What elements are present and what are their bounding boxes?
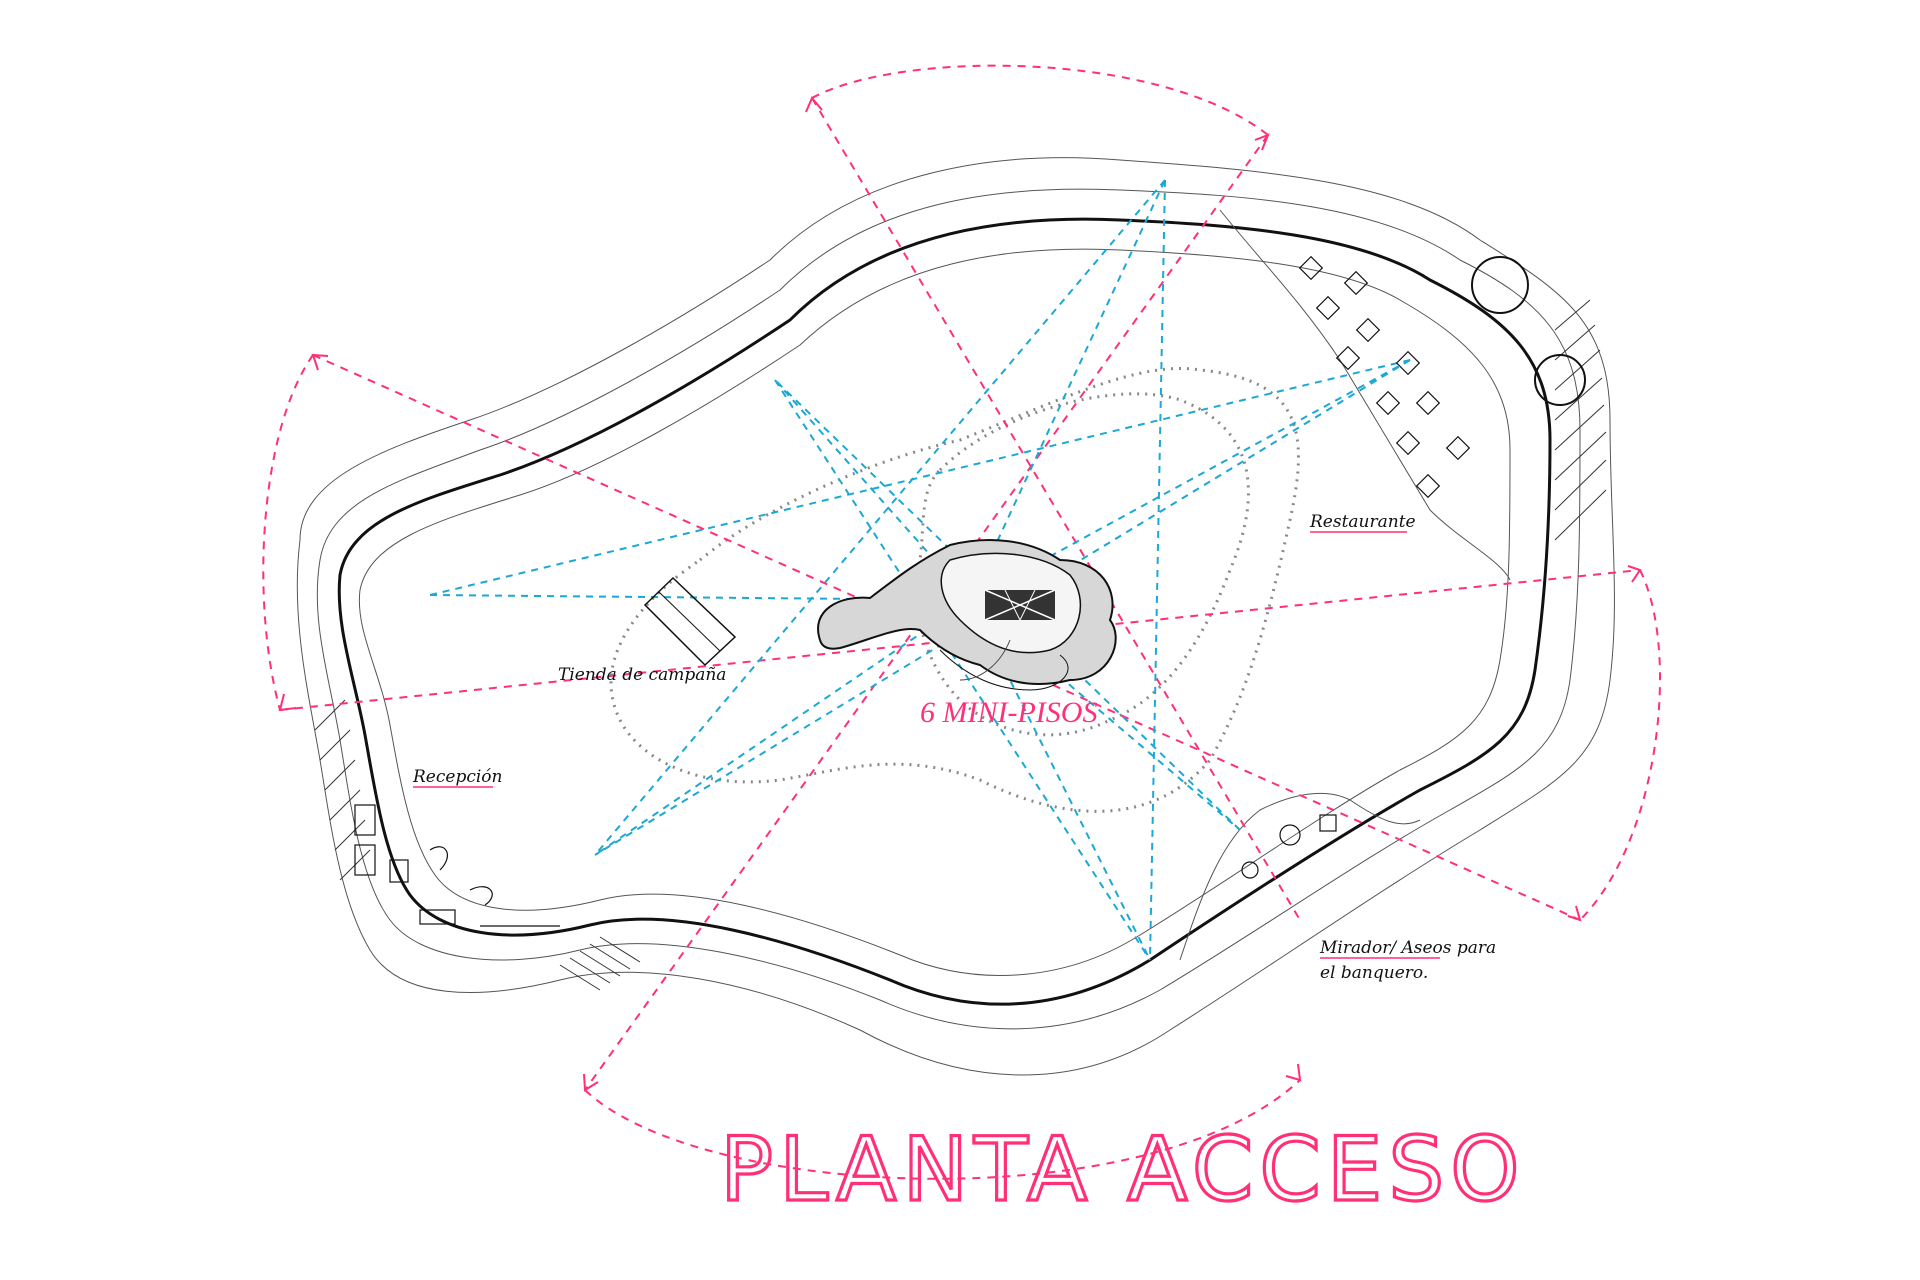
plan-title: PLANTA ACCESO xyxy=(720,1118,1526,1221)
label-restaurante: Restaurante xyxy=(1309,512,1416,532)
stairs-south xyxy=(559,936,641,991)
dotted-path xyxy=(609,366,1300,813)
walkway-outer-edge xyxy=(316,188,1581,1030)
label-mini-pisos: 6 MINI-PISOS xyxy=(920,696,1097,729)
mirador-elements xyxy=(1241,814,1337,879)
tent-icon xyxy=(643,576,737,667)
main-wall xyxy=(337,217,1552,1006)
inner-edge xyxy=(358,248,1511,976)
outer-boundary xyxy=(296,157,1615,1076)
pink-arrowheads xyxy=(278,96,1642,1092)
mirador-zone-edge xyxy=(1179,792,1421,961)
label-tienda: Tienda de campaña xyxy=(558,665,726,685)
restaurant-round-room-2 xyxy=(1534,354,1586,406)
label-mirador-1: Mirador/ Aseos para xyxy=(1319,938,1496,958)
pink-arcs xyxy=(262,64,1661,1180)
central-building xyxy=(817,539,1117,691)
label-recepcion: Recepción xyxy=(412,767,502,787)
restaurant-tables xyxy=(1298,255,1471,499)
label-mirador-2: el banquero. xyxy=(1320,963,1428,983)
restaurant-round-room xyxy=(1471,256,1529,314)
hatch-east xyxy=(1554,299,1607,541)
hatch-west xyxy=(314,699,371,881)
reception-furniture xyxy=(354,804,560,927)
restaurant-zone-edge xyxy=(1219,209,1511,581)
